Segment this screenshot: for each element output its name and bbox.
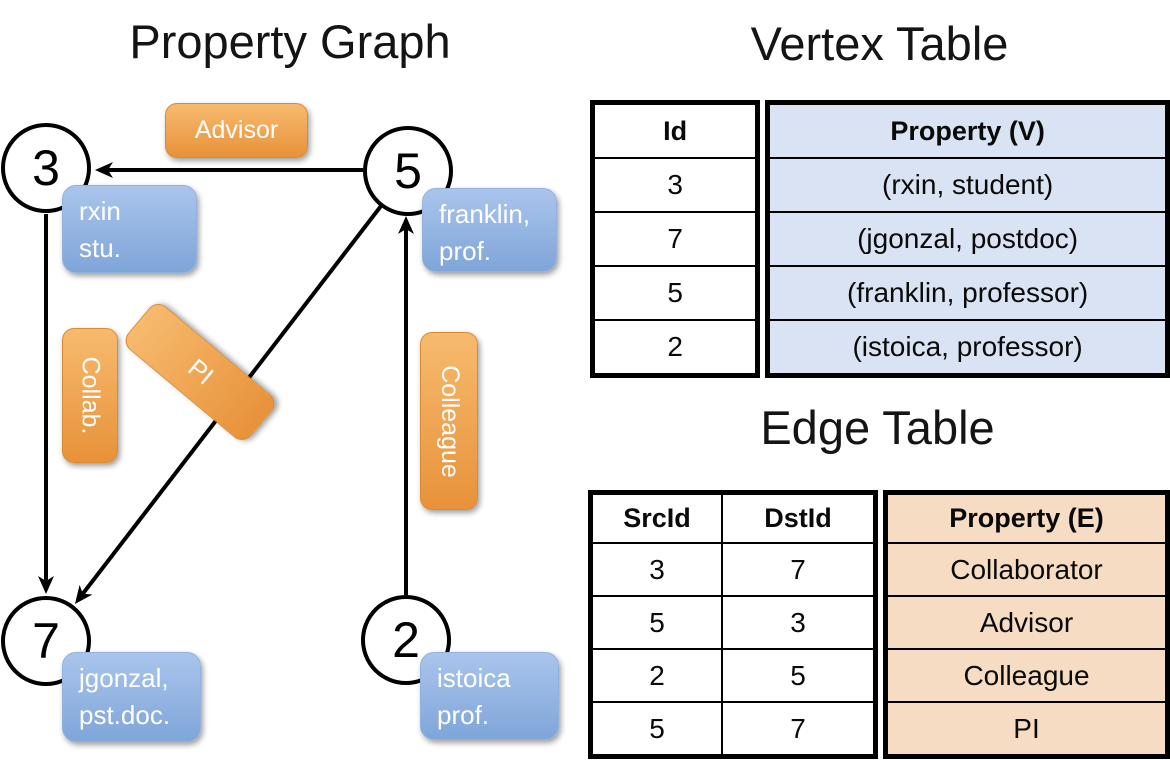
vertex-id-label: 5 [394,143,422,199]
edge-table-cell: Colleague [886,648,1167,703]
vertex-id-label: 2 [392,612,420,668]
vertex-table-cell: (istoica, professor) [768,319,1167,375]
edge-table-cell: 5 [721,648,875,703]
property-graph-panel: 3 5 7 2 rxin stu. franklin, prof. jgonza… [0,0,580,760]
edge-label-text: Advisor [194,116,279,144]
edge-table-header-srcid: SrcId [591,493,723,544]
edge-table-id-group: SrcId DstId 3 7 5 3 2 5 5 7 [588,490,878,759]
vertex-table-cell: (jgonzal, postdoc) [768,211,1167,267]
edge-label-advisor: Advisor [165,103,308,158]
vertex-table-cell: (rxin, student) [768,157,1167,213]
edge-label-text: PI [182,353,219,390]
edge-table-title: Edge Table [760,401,995,454]
edge-table-cell: 7 [721,701,875,756]
vertex-table-title: Vertex Table [750,17,1009,70]
vertex-card-line: jgonzal, [79,663,169,693]
edge-label-text: Collab. [76,356,105,435]
vertex-card-line: prof. [439,236,492,266]
vertex-table-id-group: Id 3 7 5 2 [590,100,761,378]
edge-table-cell: Collaborator [886,542,1167,597]
vertex-id-label: 7 [32,613,60,669]
edge-label-collab: Collab. [62,328,118,463]
edge-table-header-dstid: DstId [721,493,875,544]
vertex-table-cell: (franklin, professor) [768,265,1167,321]
edge-table-cell: 5 [591,701,723,756]
edge-table-cell: 3 [721,595,875,650]
edge-table-property-group: Property (E) Collaborator Advisor Collea… [883,490,1170,759]
edge-table-header-property: Property (E) [886,493,1167,544]
vertex-card-line: stu. [79,233,121,263]
vertex-card-line: istoica [437,663,511,693]
edge-table-cell: Advisor [886,595,1167,650]
vertex-table-cell: 5 [592,265,758,321]
edge-label-text: Colleague [435,364,464,478]
vertex-card-line: rxin [79,196,121,226]
vertex-card-jgonzal: jgonzal, pst.doc. [62,652,201,742]
edge-table-cell: 2 [591,648,723,703]
property-graph-title: Property Graph [129,15,451,68]
vertex-node-2: 2 [361,595,451,685]
vertex-table-cell: 7 [592,211,758,267]
vertex-card-line: pst.doc. [79,700,171,730]
vertex-table-header-property: Property (V) [768,103,1167,159]
vertex-table: Id 3 7 5 2 Property (V) (rxin, student) … [590,100,1170,378]
vertex-node-5: 5 [363,126,453,216]
vertex-card-istoica: istoica prof. [420,652,559,740]
edge-label-colleague: Colleague [420,332,478,510]
vertex-table-property-group: Property (V) (rxin, student) (jgonzal, p… [765,100,1170,378]
edge-table-cell: 3 [591,542,723,597]
edge-table-cell: 5 [591,595,723,650]
edge-table: SrcId DstId 3 7 5 3 2 5 5 7 Property (E) [588,490,1170,759]
edge-table-cell: PI [886,701,1167,756]
vertex-table-header-id: Id [592,103,758,159]
vertex-card-rxin: rxin stu. [62,185,197,273]
vertex-card-line: prof. [437,700,490,730]
vertex-table-cell: 2 [592,319,758,375]
vertex-card-line: franklin, [439,199,531,229]
edge-table-cell: 7 [721,542,875,597]
vertex-id-label: 3 [32,140,60,196]
vertex-table-cell: 3 [592,157,758,213]
vertex-card-franklin: franklin, prof. [422,188,557,272]
